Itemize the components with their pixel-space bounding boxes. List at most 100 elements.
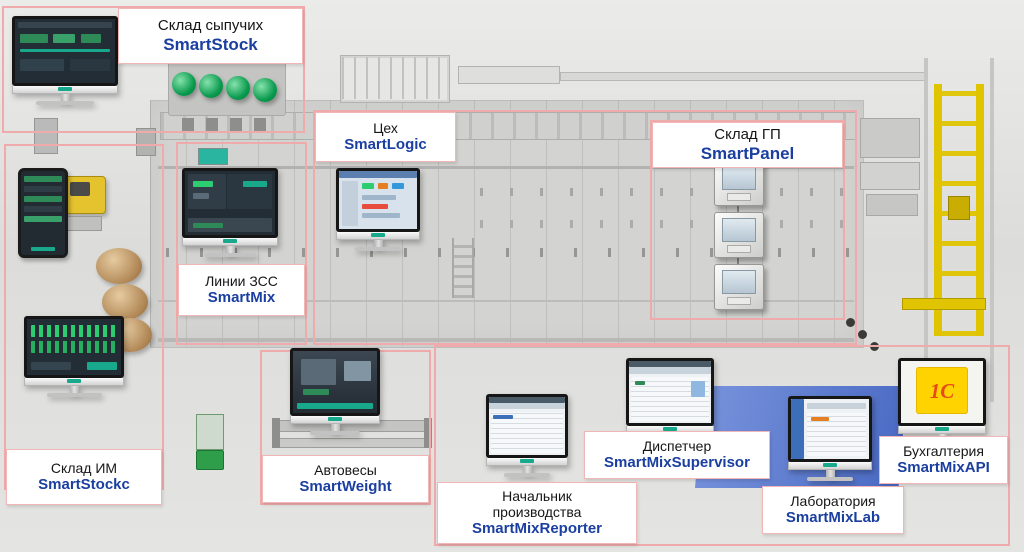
zone-product-name: SmartWeight — [299, 477, 392, 495]
dome-pile-1 — [96, 248, 142, 284]
hall-line-low — [158, 300, 854, 302]
zone-product-name: SmartPanel — [700, 144, 795, 163]
zone-product-name: SmartLogic — [344, 135, 427, 153]
monitor-stand — [225, 246, 235, 253]
screen-smartmixapi: 1С — [898, 358, 986, 426]
handheld-smartstockc — [18, 168, 68, 258]
cabinet-1 — [34, 118, 58, 154]
truck-cab — [196, 450, 224, 470]
screen-smartstockc — [24, 316, 124, 378]
label-smartmixreporter: Начальник производства SmartMixReporter — [437, 482, 637, 544]
panel-keypad — [727, 297, 751, 305]
monitor-chin — [12, 86, 118, 94]
zone-area-name: Линии ЗСС — [205, 272, 278, 289]
panel-keypad — [727, 193, 751, 201]
monitor-chin — [336, 232, 420, 240]
crane-rail-right — [990, 58, 994, 402]
screen-smartmixlab — [788, 396, 872, 462]
label-smartmixsupervisor: Диспетчер SmartMixSupervisor — [584, 431, 770, 479]
zone-office — [434, 345, 1010, 546]
monitor-smartmixsupervisor — [626, 358, 714, 445]
monitor-stand — [522, 466, 532, 473]
hopper-2 — [206, 118, 218, 132]
zone-product-name: SmartMix — [207, 288, 276, 306]
monitor-base — [46, 393, 102, 397]
silo-green-4 — [253, 78, 277, 102]
label-smartstockc: Склад ИМ SmartStockc — [6, 449, 162, 505]
silo-green-2 — [199, 74, 223, 98]
label-smartmix: Линии ЗСС SmartMix — [178, 264, 305, 316]
monitor-base — [310, 431, 360, 435]
zone-smartstock — [2, 6, 305, 133]
top-rail — [560, 72, 926, 81]
monitor-chin — [182, 238, 278, 246]
weighbridge-cap-right — [424, 418, 432, 448]
crane-trolley — [948, 196, 970, 220]
monitor-base — [35, 101, 95, 105]
monitor-smartmix — [182, 168, 278, 257]
top-conveyor-bridge — [458, 66, 560, 84]
monitor-base — [354, 247, 402, 251]
monitor-base — [504, 473, 550, 477]
logo-1c: 1С — [929, 379, 955, 403]
zone-area-name: Диспетчер — [642, 437, 712, 454]
silo-green-3 — [226, 76, 250, 100]
zone-smartlogic — [313, 110, 857, 345]
forklift-cab — [70, 182, 90, 196]
monitor-stand — [330, 424, 340, 431]
crane-rail-left — [924, 58, 928, 402]
bollard-2 — [858, 330, 867, 339]
zone-area-name: Склад сыпучих — [157, 16, 264, 34]
hopper-4 — [254, 118, 266, 132]
hall-line-bottom — [158, 338, 854, 342]
control-panel-unit-2 — [714, 212, 764, 258]
monitor-stand — [373, 240, 383, 247]
storage-box-3 — [866, 194, 918, 216]
zone-area-name: Склад ГП — [714, 125, 781, 143]
hall-line-mid — [158, 166, 854, 169]
monitor-chin — [898, 426, 986, 434]
station-row-1 — [480, 188, 852, 196]
panel-screen — [722, 218, 756, 242]
crane-beam — [902, 298, 986, 310]
zone-area-name: Цех — [373, 119, 398, 136]
zone-product-name: SmartMixAPI — [897, 458, 990, 476]
label-smartmixapi: Бухгалтерия SmartMixAPI — [879, 436, 1008, 484]
monitor-chin — [788, 462, 872, 470]
screen-smartweight — [290, 348, 380, 416]
zone-area-name: Бухгалтерия — [903, 442, 984, 459]
monitor-smartmixapi: 1С — [898, 358, 986, 445]
zone-area-name: Лаборатория — [790, 492, 876, 509]
screen-smartlogic — [336, 168, 420, 232]
zone-product-name: SmartStockc — [38, 475, 130, 493]
monitor-smartstock — [12, 16, 118, 105]
ladder-structure — [452, 238, 474, 298]
panel-screen — [722, 270, 756, 294]
label-smartmixlab: Лаборатория SmartMixLab — [762, 486, 904, 534]
monitor-stand — [60, 94, 70, 101]
zone-product-name: SmartMixSupervisor — [604, 453, 750, 471]
panel-keypad — [727, 245, 751, 253]
cabinet-2 — [136, 128, 156, 156]
weighbridge-cap-left — [272, 418, 280, 448]
bollard-1 — [846, 318, 855, 327]
truck-trailer — [196, 414, 224, 450]
hopper-3 — [230, 118, 242, 132]
storage-box-1 — [860, 118, 920, 158]
monitor-smartlogic — [336, 168, 420, 251]
hopper-1 — [182, 118, 194, 132]
label-smartpanel: Склад ГП SmartPanel — [652, 122, 843, 168]
monitor-chin — [486, 458, 568, 466]
monitor-stand — [69, 386, 79, 393]
zone-smartmix — [176, 142, 307, 345]
silo-green-1 — [172, 72, 196, 96]
zone-area-name: Склад ИМ — [50, 459, 118, 476]
zone-smartpanel — [650, 120, 845, 320]
panel-screen — [722, 166, 756, 190]
monitor-chin — [290, 416, 380, 424]
storage-box-2 — [860, 162, 920, 190]
monitor-smartweight — [290, 348, 380, 435]
monitor-smartmixreporter — [486, 394, 568, 477]
mixer-machine — [198, 148, 228, 165]
